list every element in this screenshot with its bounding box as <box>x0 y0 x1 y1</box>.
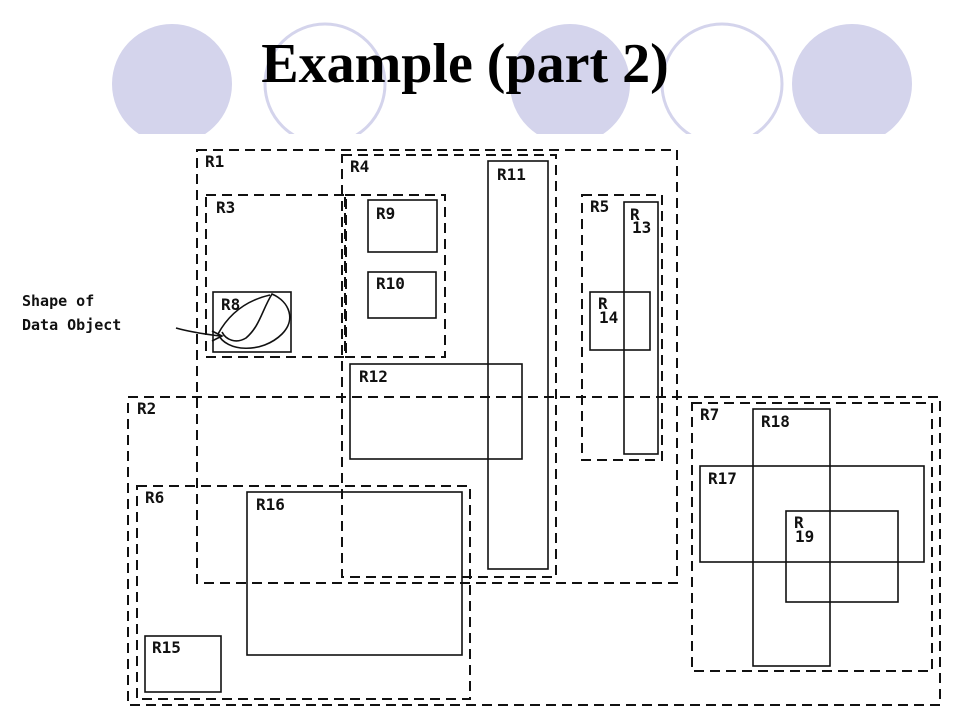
label-r4: R4 <box>350 157 369 176</box>
label-r14-line1: R <box>598 294 608 313</box>
rect-r19 <box>785 510 899 603</box>
label-r2: R2 <box>137 399 156 418</box>
slide-title: Example (part 2) <box>261 33 669 95</box>
rect-r8 <box>212 291 292 353</box>
rect-r15 <box>144 635 222 693</box>
region-r4-inner <box>344 194 446 358</box>
region-r5 <box>581 194 663 461</box>
deco-circle-5 <box>792 24 912 134</box>
label-r18: R18 <box>761 412 790 431</box>
region-r4 <box>341 154 557 578</box>
annotation-arrow <box>175 327 221 337</box>
rect-r18 <box>752 408 831 667</box>
rect-r12 <box>349 363 523 460</box>
rect-r10 <box>367 271 437 319</box>
region-r2 <box>127 396 941 706</box>
label-r17: R17 <box>708 469 737 488</box>
rect-r17 <box>699 465 925 563</box>
rect-r13 <box>623 201 659 455</box>
region-r3 <box>205 194 347 358</box>
label-r13-line1: R <box>630 205 640 224</box>
label-r10: R10 <box>376 274 405 293</box>
label-r15: R15 <box>152 638 181 657</box>
region-r7 <box>691 402 933 672</box>
label-r19-line2: 19 <box>795 527 814 546</box>
annotation-arrowhead <box>211 330 224 342</box>
data-object-shape <box>217 292 291 350</box>
region-r1 <box>196 149 678 584</box>
title-decoration <box>112 22 912 134</box>
deco-circle-4 <box>660 22 784 134</box>
label-r11: R11 <box>497 165 526 184</box>
deco-circle-3 <box>510 24 630 134</box>
annotation-line-1: Shape of <box>22 292 94 310</box>
annotation-line-2: Data Object <box>22 316 121 334</box>
rect-r16 <box>246 491 463 656</box>
label-r8: R8 <box>221 295 240 314</box>
label-r5: R5 <box>590 197 609 216</box>
label-r9: R9 <box>376 204 395 223</box>
deco-circle-1 <box>112 24 232 134</box>
label-r12: R12 <box>359 367 388 386</box>
label-r14-line2: 14 <box>599 308 618 327</box>
rect-r14 <box>589 291 651 351</box>
deco-circle-2 <box>263 22 387 134</box>
region-r6 <box>136 485 471 700</box>
label-r7: R7 <box>700 405 719 424</box>
label-r19-line1: R <box>794 513 804 532</box>
label-r16: R16 <box>256 495 285 514</box>
rect-r9 <box>367 199 438 253</box>
label-r3: R3 <box>216 198 235 217</box>
label-r13-line2: 13 <box>632 218 651 237</box>
label-r6: R6 <box>145 488 164 507</box>
label-r1: R1 <box>205 152 224 171</box>
rect-r11 <box>487 160 549 570</box>
